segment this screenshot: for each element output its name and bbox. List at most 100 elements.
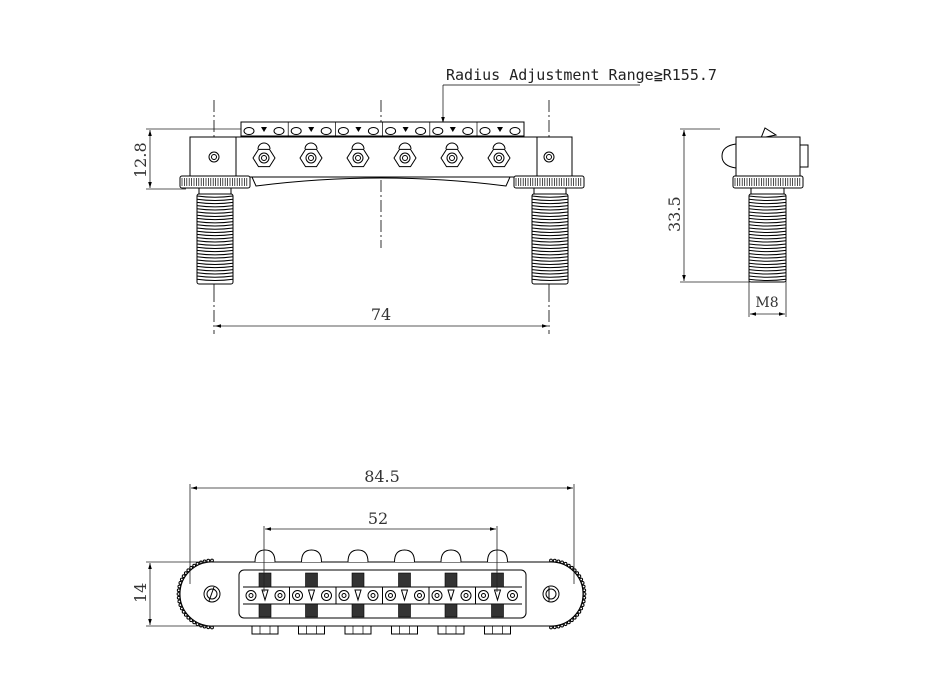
thread xyxy=(748,205,787,208)
dimension-width-84-5: 84.5 xyxy=(189,467,575,584)
left-end-screw xyxy=(208,151,220,163)
left-thumbwheel xyxy=(179,175,251,189)
intonation-screw xyxy=(440,142,464,168)
thread-block-upper xyxy=(398,572,411,588)
thread-block-lower xyxy=(305,603,318,618)
thread xyxy=(748,221,787,224)
thread-block-upper xyxy=(258,572,272,588)
intonation-screw xyxy=(393,142,417,168)
saddle-cap xyxy=(394,549,415,563)
bridge-body xyxy=(189,136,573,178)
thread xyxy=(748,249,787,253)
front-saddle xyxy=(335,122,379,136)
saddle-cap xyxy=(347,549,369,563)
screw-cap xyxy=(304,142,318,150)
knurl-tooth xyxy=(186,615,191,620)
thread xyxy=(748,275,787,278)
thread xyxy=(748,198,787,201)
dim-text-spacing: 74 xyxy=(371,305,391,324)
thread xyxy=(196,237,234,240)
thread xyxy=(196,246,234,249)
saddle-hole-inner xyxy=(341,593,347,598)
saddle-hole xyxy=(367,127,379,135)
dimension-saddle-span-52: 52 xyxy=(263,509,498,592)
saddle-notch xyxy=(354,589,362,602)
dim-text-width: 84.5 xyxy=(364,467,400,486)
thread xyxy=(531,272,569,275)
thread xyxy=(196,195,234,198)
front-saddle xyxy=(287,122,332,136)
thread xyxy=(531,265,569,269)
saddle-hole xyxy=(462,127,474,135)
thread xyxy=(531,233,569,237)
dimension-thread-m8: M8 xyxy=(748,280,787,317)
thread xyxy=(196,205,234,208)
saddle-cap xyxy=(254,549,276,563)
front-saddle xyxy=(476,122,521,136)
thread xyxy=(531,246,569,249)
saddle-hole xyxy=(432,127,444,135)
thread xyxy=(196,208,234,211)
saddle-hole-inner xyxy=(248,593,254,598)
thread xyxy=(748,237,787,240)
stud-group xyxy=(196,187,569,285)
thread xyxy=(748,243,787,246)
thread xyxy=(196,249,234,253)
thread xyxy=(196,269,234,272)
bridge-underside-arch xyxy=(251,176,511,187)
front-view: Radius Adjustment Range≧R155.7 xyxy=(131,66,717,334)
radius-annotation: Radius Adjustment Range≧R155.7 xyxy=(441,66,717,123)
dimension-depth-14: 14 xyxy=(131,561,212,627)
thread xyxy=(531,224,569,227)
nut-hole xyxy=(402,155,408,161)
knurl-tooth xyxy=(549,558,553,563)
thread-block-lower xyxy=(351,603,365,618)
nut-hole xyxy=(355,155,361,161)
side-wheel-knurl xyxy=(732,175,804,189)
front-saddle xyxy=(382,122,427,136)
saddle-notch xyxy=(355,127,362,132)
top-saddle xyxy=(335,549,379,635)
thread xyxy=(748,246,787,249)
thread xyxy=(531,240,569,243)
thread xyxy=(196,275,234,278)
intonation-screw xyxy=(252,142,276,168)
thread xyxy=(748,269,787,272)
thread xyxy=(748,253,787,256)
side-intonation-screw xyxy=(799,144,809,168)
saddle-hole xyxy=(337,127,349,135)
thread xyxy=(531,249,569,253)
left-stud xyxy=(196,187,234,285)
thread xyxy=(196,243,234,246)
top-saddle xyxy=(475,549,518,635)
thread xyxy=(748,265,787,269)
saddle-hole xyxy=(479,127,491,135)
stud-neck xyxy=(198,187,232,195)
thread-block-lower xyxy=(398,603,411,618)
top-saddle xyxy=(245,549,286,635)
thread xyxy=(531,198,569,201)
top-view: 84.5 52 14 xyxy=(131,467,587,635)
side-body xyxy=(735,136,801,177)
dim-text-height: 12.8 xyxy=(131,142,150,178)
dim-text-depth: 14 xyxy=(131,583,150,603)
thread-block-lower xyxy=(258,603,272,618)
screw-cap xyxy=(351,142,365,150)
screw-head xyxy=(391,625,418,635)
nut-hole xyxy=(496,155,502,161)
knurl-tooth xyxy=(210,625,214,630)
thread xyxy=(748,217,787,221)
thread xyxy=(196,240,234,243)
thread xyxy=(196,224,234,227)
thread xyxy=(748,214,787,217)
side-thumbwheel xyxy=(732,175,804,189)
right-thumbwheel xyxy=(513,175,585,189)
thread xyxy=(196,278,234,281)
saddle-notch xyxy=(261,127,267,132)
thread xyxy=(748,259,787,262)
screw-cap xyxy=(398,142,412,150)
saddle-hole xyxy=(273,127,285,135)
right-end-screw xyxy=(543,151,555,163)
thread xyxy=(531,269,569,272)
screw-head xyxy=(298,625,325,635)
